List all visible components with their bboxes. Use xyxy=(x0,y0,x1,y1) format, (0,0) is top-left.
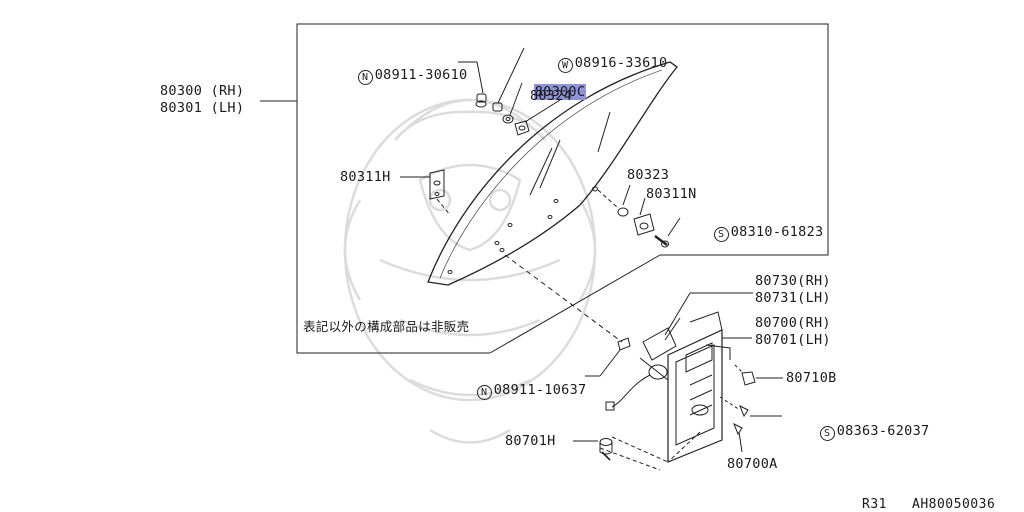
screw-symbol-icon: S xyxy=(819,426,835,441)
bracket-80311h xyxy=(429,169,445,200)
motor-harness xyxy=(605,317,681,411)
washer-symbol-icon: W xyxy=(557,58,573,73)
part-number: 08363-62037 xyxy=(836,423,930,439)
part-80300c-callout[interactable]: 80300C xyxy=(500,70,587,115)
nut-80710b xyxy=(741,371,756,386)
bolt-80700a xyxy=(733,422,743,453)
top-clip-stack xyxy=(475,93,530,136)
part-80731-callout[interactable]: 80731(LH) xyxy=(755,290,831,306)
regulator-frame xyxy=(639,311,752,463)
page-code: R31 xyxy=(862,497,887,512)
group-bracket-box xyxy=(296,23,829,354)
watermark-emblem xyxy=(343,98,597,444)
right-clip-stack xyxy=(617,207,669,248)
nut-symbol-icon: N xyxy=(357,70,373,85)
highlighted-part-number: 80300C xyxy=(533,84,587,100)
part-80730-callout[interactable]: 80730(RH) xyxy=(755,273,831,289)
part-number: 08310-61823 xyxy=(730,224,824,240)
part-number: 08911-10637 xyxy=(493,382,587,398)
glass-rh-label: 80300 (RH) xyxy=(160,83,245,99)
part-80323-callout[interactable]: 80323 xyxy=(627,167,670,183)
part-80324-callout[interactable]: 80324 xyxy=(530,88,573,104)
part-number: 08911-30610 xyxy=(374,67,468,83)
glass-lh-label: 80301 (LH) xyxy=(160,100,245,116)
part-80311h-callout[interactable]: 80311H xyxy=(340,169,391,185)
part-80701-callout[interactable]: 80701(LH) xyxy=(755,332,831,348)
part-number: 08916-33610 xyxy=(574,55,668,71)
part-80311n-callout[interactable]: 80311N xyxy=(646,186,697,202)
screw-08363 xyxy=(719,396,749,418)
bush-80701h xyxy=(599,438,613,461)
part-80701h-callout[interactable]: 80701H xyxy=(505,433,556,449)
figure-code: AH80050036 xyxy=(912,497,996,512)
door-glass-outline xyxy=(427,61,678,286)
part-80710b-callout[interactable]: 80710B xyxy=(786,370,837,386)
nut-symbol-icon: N xyxy=(476,385,492,400)
grommet xyxy=(617,337,631,351)
not-sold-note: 表記以外の構成部品は非販売 xyxy=(303,319,470,334)
part-80700-callout[interactable]: 80700(RH) xyxy=(755,315,831,331)
part-80700a-callout[interactable]: 80700A xyxy=(727,456,778,472)
screw-symbol-icon: S xyxy=(713,227,729,242)
